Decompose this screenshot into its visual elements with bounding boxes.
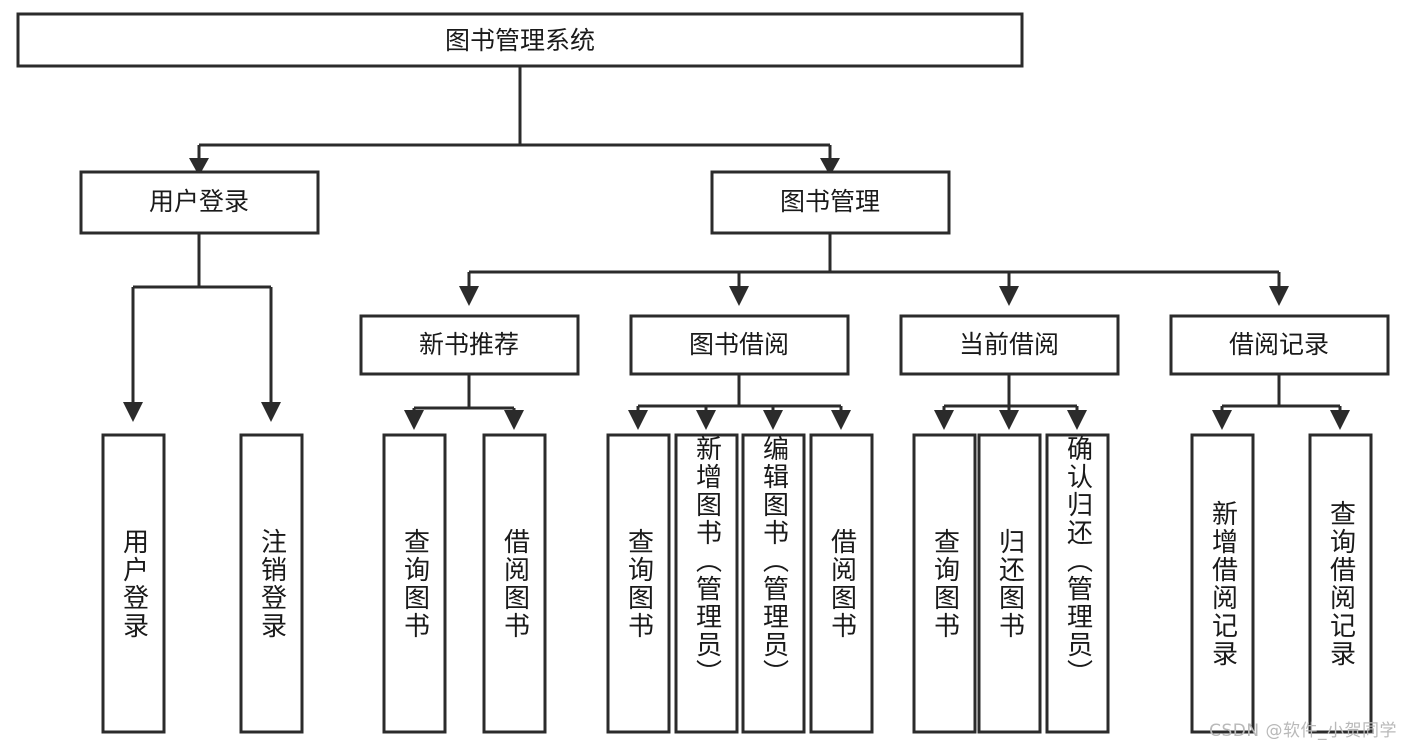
arrow-to-leaf-add-book <box>696 410 716 430</box>
link-book-borrow-bus <box>636 374 843 412</box>
arrow-to-leaf-query-book-3 <box>934 410 954 430</box>
arrow-to-leaf-confirm-return <box>1067 410 1087 430</box>
arrow-to-user-login <box>189 158 209 176</box>
leaf-return-book-rect[interactable] <box>977 433 1042 734</box>
leaf-borrow-book-1-rect[interactable] <box>482 433 547 734</box>
node-new-book-recommend[interactable]: 新书推荐 <box>359 314 580 376</box>
arrow-to-leaf-query-record <box>1330 410 1350 430</box>
arrow-to-leaf-logout-login <box>261 402 281 422</box>
node-current-borrow-label: 当前借阅 <box>959 330 1059 359</box>
node-book-management[interactable]: 图书管理 <box>710 170 951 235</box>
arrow-to-new-book-recommend <box>459 286 479 306</box>
arrow-to-current-borrow <box>999 286 1019 306</box>
leaf-logout-login-rect[interactable] <box>239 433 304 734</box>
node-book-borrow[interactable]: 图书借阅 <box>629 314 850 376</box>
arrow-to-leaf-query-book-1 <box>404 410 424 430</box>
watermark-text: CSDN @软件_小贺同学 <box>1209 721 1397 741</box>
arrow-to-book-management <box>820 158 840 176</box>
link-current-borrow-bus <box>942 374 1079 412</box>
arrow-to-leaf-return-book <box>999 410 1019 430</box>
node-title-label: 图书管理系统 <box>445 26 595 55</box>
link-borrow-record-bus <box>1220 374 1342 412</box>
node-title-rect[interactable] <box>16 12 1024 68</box>
link-book-management-bus <box>467 233 1281 288</box>
arrow-to-book-borrow <box>729 286 749 306</box>
node-borrow-record-label: 借阅记录 <box>1229 330 1329 359</box>
leaf-add-record-rect[interactable] <box>1190 433 1255 734</box>
node-book-borrow-rect[interactable] <box>629 314 850 376</box>
arrow-to-leaf-user-login <box>123 402 143 422</box>
leaf-edit-book-rect[interactable] <box>741 433 806 734</box>
leaf-query-book-2-rect[interactable] <box>606 433 671 734</box>
leaf-confirm-return-rect[interactable] <box>1045 433 1110 734</box>
arrow-to-borrow-record <box>1269 286 1289 306</box>
arrow-to-leaf-query-book-2 <box>628 410 648 430</box>
node-new-book-recommend-label: 新书推荐 <box>419 330 519 359</box>
node-book-management-rect[interactable] <box>710 170 951 235</box>
node-book-borrow-label: 图书借阅 <box>689 330 789 359</box>
leaf-query-book-1-rect[interactable] <box>382 433 447 734</box>
link-user-login-bus <box>131 233 273 404</box>
node-current-borrow-rect[interactable] <box>899 314 1120 376</box>
arrow-to-leaf-add-record <box>1212 410 1232 430</box>
leaf-borrow-book-2-rect[interactable] <box>809 433 874 734</box>
node-user-login-label: 用户登录 <box>149 187 249 216</box>
node-new-book-recommend-rect[interactable] <box>359 314 580 376</box>
leaf-query-record-rect[interactable] <box>1308 433 1373 734</box>
node-user-login-rect[interactable] <box>79 170 320 235</box>
node-current-borrow[interactable]: 当前借阅 <box>899 314 1120 376</box>
leaf-query-book-3-rect[interactable] <box>912 433 977 734</box>
node-book-management-label: 图书管理 <box>780 187 880 216</box>
leaf-boxes <box>101 433 1373 734</box>
leaf-add-book-rect[interactable] <box>674 433 739 734</box>
arrow-to-leaf-borrow-book-1 <box>504 410 524 430</box>
leaf-user-login-rect[interactable] <box>101 433 166 734</box>
node-title[interactable]: 图书管理系统 <box>16 12 1024 68</box>
arrow-to-leaf-edit-book <box>763 410 783 430</box>
node-borrow-record-rect[interactable] <box>1169 314 1390 376</box>
node-borrow-record[interactable]: 借阅记录 <box>1169 314 1390 376</box>
connectors <box>123 66 1350 430</box>
link-root-bus <box>197 66 832 160</box>
link-new-book-recommend-bus <box>412 374 516 412</box>
node-user-login[interactable]: 用户登录 <box>79 170 320 235</box>
arrow-to-leaf-borrow-book-2 <box>831 410 851 430</box>
